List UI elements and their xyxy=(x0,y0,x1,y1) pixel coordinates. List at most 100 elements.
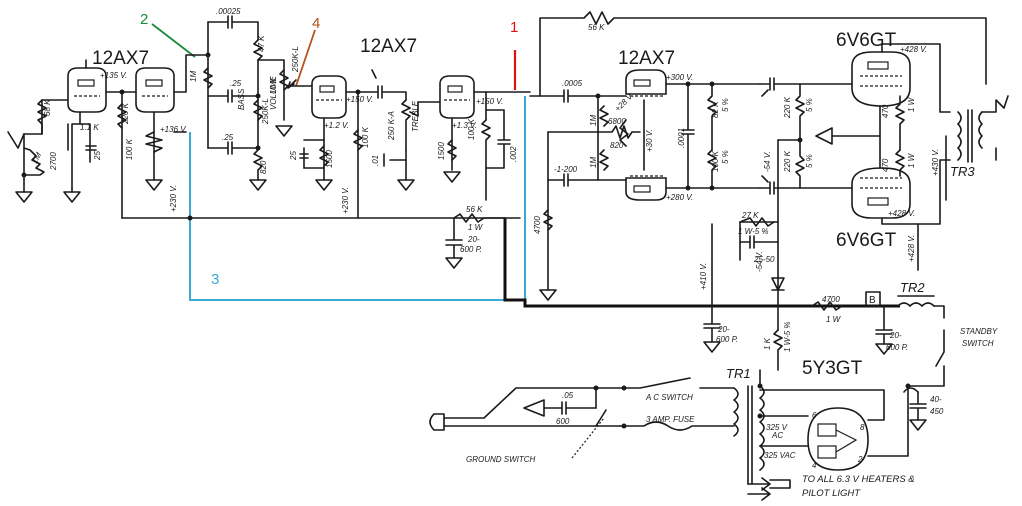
pct-5b: 5 % xyxy=(721,150,730,164)
c-20-600c: 20- xyxy=(889,331,902,340)
standby-label: STANDBY xyxy=(960,327,998,336)
ac-switch-label: A C SWITCH xyxy=(645,393,693,402)
tube-v1-label: 12AX7 xyxy=(92,48,149,69)
v-150b: +150 V. xyxy=(476,97,503,106)
r-27k: 27 K xyxy=(741,211,759,220)
c-0001: .0001 xyxy=(677,128,686,148)
switch-label: SWITCH xyxy=(962,339,994,348)
heaters-label: TO ALL 6.3 V HEATERS & xyxy=(802,474,915,485)
v-430: +430 V. xyxy=(931,149,940,176)
r-100k-a: 100 K xyxy=(125,138,134,160)
r-4700a: 4700 xyxy=(533,216,542,234)
r-2700: 2700 xyxy=(49,152,58,171)
power-supply: A C SWITCH 3 AMP. FUSE .05 600 GROUND SW… xyxy=(429,365,945,501)
tube-v2-label: 12AX7 xyxy=(360,36,417,57)
tube-v2a xyxy=(311,75,347,119)
c-1200: -1-200 xyxy=(554,165,578,174)
v-n54b: -54 V. xyxy=(755,251,764,272)
c-20-600a2: 600 P. xyxy=(460,245,482,254)
input-stage: 1M 68 K +135 V. 2700 1.1 K 25 220 K 1 xyxy=(7,54,209,219)
r-56k-a: 56 K xyxy=(466,205,483,214)
pin-4: 4 xyxy=(812,461,817,470)
marker-2-leader xyxy=(151,23,196,58)
v-13: +1.3 V. xyxy=(452,121,477,130)
ac-label: AC xyxy=(771,431,783,440)
v-230b: +230 V. xyxy=(341,187,350,214)
r-220k-b: 220 K xyxy=(783,96,792,119)
v-428b: +428 V. xyxy=(888,209,915,218)
pin-6: 6 xyxy=(812,411,817,420)
r-1m-c: 1M xyxy=(589,157,598,168)
pct-5d: 5 % xyxy=(805,154,814,168)
r-820a: 820 xyxy=(259,160,268,174)
w-1c: 1 W xyxy=(907,152,916,168)
r-250k-a: 250 K-A xyxy=(387,111,396,141)
r-6800: 6800 xyxy=(608,117,626,126)
tube-v4-label: 6V6GT xyxy=(836,30,897,51)
r-470b: 470 xyxy=(881,158,890,172)
ground-switch-label: GROUND SWITCH xyxy=(466,455,536,464)
pin-2: 2 xyxy=(857,455,863,464)
phase-inverter: .0005 +300 V. +280 V. .0001 82 K 5 % 100… xyxy=(529,69,761,301)
v-135: +135 V. xyxy=(100,71,127,80)
c-20-600b: 20- xyxy=(717,325,730,334)
w-1a: 1 W xyxy=(468,223,484,232)
v-30: +30 V. xyxy=(645,129,654,152)
marker-3: 3 xyxy=(211,271,219,288)
r-100k-d: 100 K xyxy=(711,150,720,172)
second-stage: +150 V. 100 K +230 V. +1.2 V. 25 1500 25… xyxy=(289,69,531,269)
c-25e: 25 xyxy=(289,151,298,161)
c-20-600a: 20- xyxy=(467,235,480,244)
pilot-label: PILOT LIGHT xyxy=(802,488,861,499)
tube-v1b xyxy=(135,67,175,113)
r-220k-c: 220 K xyxy=(783,150,792,173)
r-1500b: 1500 xyxy=(437,142,446,160)
tube-v5 xyxy=(851,167,911,219)
tr2-label: TR2 xyxy=(900,280,925,295)
r-1-1k: 1.1 K xyxy=(80,123,99,132)
w-1b: 1 W xyxy=(907,96,916,112)
r-250k-l: 250K-L xyxy=(261,98,270,125)
c-600: 600 xyxy=(556,417,570,426)
tube-rect-label: 5Y3GT xyxy=(802,358,863,379)
c-25a: 25 xyxy=(93,151,102,161)
feedback-thick-wire xyxy=(503,218,900,308)
v-280: +280 V. xyxy=(666,193,693,202)
marker-4-leader xyxy=(295,29,316,87)
r-100k-b: 100 K xyxy=(361,126,370,148)
r-4700b: 4700 xyxy=(822,295,840,304)
node-b-box xyxy=(865,291,881,307)
v-300: +300 V. xyxy=(666,73,693,82)
tube-v3a xyxy=(625,69,667,95)
v-136: +136 V. xyxy=(160,125,187,134)
r-1500a: 1500 xyxy=(325,150,334,168)
v-n54a: -54 V. xyxy=(763,151,772,172)
tr3-label: TR3 xyxy=(950,164,975,179)
v-325a: 325 V xyxy=(766,423,788,432)
c-25-50: 25-50 xyxy=(753,255,775,264)
r-10k: 10 K xyxy=(269,77,278,94)
r-1w5: 1 W-5 % xyxy=(738,227,769,236)
v-230a: +230 V. xyxy=(169,185,178,212)
r-68k: 68 K xyxy=(43,99,52,116)
r-56k-b: 56 K xyxy=(588,23,605,32)
marker-1: 1 xyxy=(510,19,518,36)
c-25c: .25 xyxy=(230,79,242,88)
v-12: +1.2 V. xyxy=(324,121,349,130)
r-220k-a: 220 K xyxy=(121,102,130,125)
r-470a: 470 xyxy=(881,104,890,118)
v-150a: +150 V. xyxy=(346,95,373,104)
pct-5a: 5 % xyxy=(721,98,730,112)
c-002: .002 xyxy=(509,146,518,162)
tube-v5-label: 6V6GT xyxy=(836,230,897,251)
marker-2: 2 xyxy=(140,11,148,28)
tube-v1a xyxy=(67,67,107,113)
v-325b: 325 VAC xyxy=(764,451,796,460)
tube-v3-label: 12AX7 xyxy=(618,48,675,69)
r-250k-l2: 250K-L xyxy=(291,46,300,73)
v-410: +410 V. xyxy=(699,263,708,290)
output-stage: 220 K 5 % 220 K 5 % -54 V. 470 1 W 470 1… xyxy=(539,11,1009,371)
bass-label: BASS xyxy=(237,88,246,110)
pin-8: 8 xyxy=(860,423,865,432)
